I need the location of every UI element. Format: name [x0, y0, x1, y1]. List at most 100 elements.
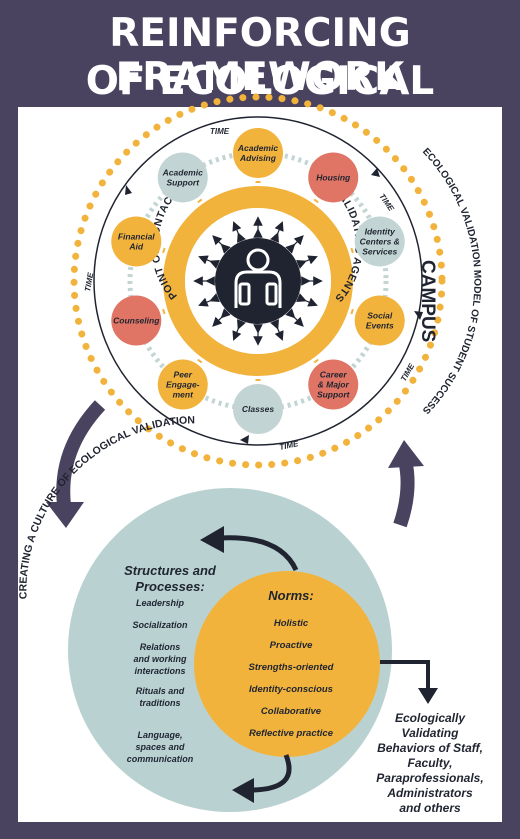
structure-item: spaces and: [135, 742, 185, 752]
student-icon: [234, 248, 282, 308]
campus-node: Counseling: [111, 295, 162, 346]
top-cycle-arrow: [219, 535, 299, 572]
double-arrow: [198, 293, 220, 307]
campus-node-circle: [354, 216, 405, 267]
campus-node-label: Financial: [118, 231, 155, 241]
campus-node-label: Services: [362, 246, 397, 256]
campus-node-label: Aid: [128, 241, 144, 251]
outer-dotted-ring: [70, 93, 446, 469]
double-arrow: [232, 319, 246, 341]
behavior-line: Paraprofessionals,: [376, 771, 483, 785]
campus-node-label: & Major: [318, 380, 350, 390]
time-arrows: [125, 168, 423, 444]
campus-node-label: Peer: [174, 370, 193, 380]
center-gold-ring: [163, 186, 353, 376]
norm-item: Holistic: [274, 618, 309, 629]
campus-node-label: Advising: [239, 153, 277, 163]
campus-node: Classes: [233, 384, 283, 434]
norm-item: Collaborative: [261, 706, 322, 717]
campus-node-label: Classes: [242, 404, 274, 414]
right-curved-arrow: [393, 458, 415, 528]
double-arrow: [285, 235, 304, 254]
spoke: [350, 247, 354, 254]
behavior-line: Ecologically: [395, 711, 466, 725]
campus-node-circle: [233, 128, 283, 178]
spoke: [350, 308, 354, 315]
structure-item: Language,: [137, 730, 182, 740]
double-arrow: [270, 221, 284, 243]
campus-node-label: Counseling: [113, 316, 160, 326]
campus-node: Housing: [308, 152, 359, 203]
double-arrow: [212, 308, 231, 327]
behavior-arrow: [380, 660, 430, 690]
norm-item: Reflective practice: [249, 728, 334, 739]
time-label-left: TIME: [83, 271, 95, 292]
norm-item: Strengths-oriented: [249, 662, 334, 673]
time-ring: [93, 116, 423, 446]
top-cycle-arrow-head: [200, 526, 224, 553]
inner-double-arrows: [193, 216, 323, 346]
structure-item: and working: [133, 654, 187, 664]
campus-node-circle: [308, 152, 359, 203]
norms-list: HolisticProactiveStrengths-orientedIdent…: [249, 618, 334, 739]
campus-node-label: Career: [320, 370, 348, 380]
title-line-1: REINFORCING FRAMEWORK: [109, 11, 411, 100]
campus-node-circle: [233, 384, 283, 434]
campus-node-label: Centers &: [360, 236, 400, 246]
spoke: [162, 247, 166, 254]
behavior-line: and others: [399, 801, 461, 815]
norm-item: Proactive: [270, 640, 313, 651]
structure-item: Relations: [140, 642, 181, 652]
structures-title-1: Structures and: [124, 563, 217, 578]
behavior-line: Faculty,: [408, 756, 453, 770]
structure-item: Socialization: [132, 620, 188, 630]
double-arrow: [296, 293, 318, 307]
time-label-bottom: TIME: [279, 439, 300, 452]
structure-item: interactions: [134, 666, 185, 676]
behavior-arrow-head: [418, 688, 438, 704]
double-arrow: [270, 319, 284, 341]
campus-node-label: Support: [317, 390, 351, 400]
structure-item: traditions: [139, 698, 180, 708]
time-label-top: TIME: [210, 127, 230, 136]
double-arrow: [285, 308, 304, 327]
norms-circle: [194, 571, 380, 757]
behavior-line: Behaviors of Staff,: [377, 741, 483, 755]
bottom-cycle-arrow: [249, 754, 292, 793]
spoke: [197, 358, 203, 364]
campus-node-label: Housing: [316, 172, 351, 182]
structures-title-2: Processes:: [135, 579, 204, 594]
campus-node-circle: [111, 216, 162, 267]
campus-node-circle: [157, 152, 208, 203]
double-arrow: [296, 255, 318, 269]
left-curved-arrow: [56, 400, 106, 506]
campus-node-label: Academic: [237, 143, 278, 153]
double-arrow: [212, 235, 231, 254]
campus-node-circle: [308, 359, 359, 410]
campus-node-circle: [157, 359, 208, 410]
center-inner-ring: [185, 208, 331, 354]
double-arrow: [232, 221, 246, 243]
spokes: [162, 181, 354, 381]
spoke: [313, 198, 319, 204]
structure-item: Rituals and: [136, 686, 185, 696]
campus-node-label: Engage-: [166, 380, 200, 390]
spoke: [197, 198, 203, 204]
right-arrow-head: [388, 440, 424, 468]
double-arrow: [198, 255, 220, 269]
campus-label: CAMPUS: [417, 260, 438, 342]
time-label-right: TIME: [377, 192, 396, 213]
campus-node-label: Academic: [162, 167, 203, 177]
behavior-line: Administrators: [386, 786, 473, 800]
structure-item: communication: [127, 754, 194, 764]
